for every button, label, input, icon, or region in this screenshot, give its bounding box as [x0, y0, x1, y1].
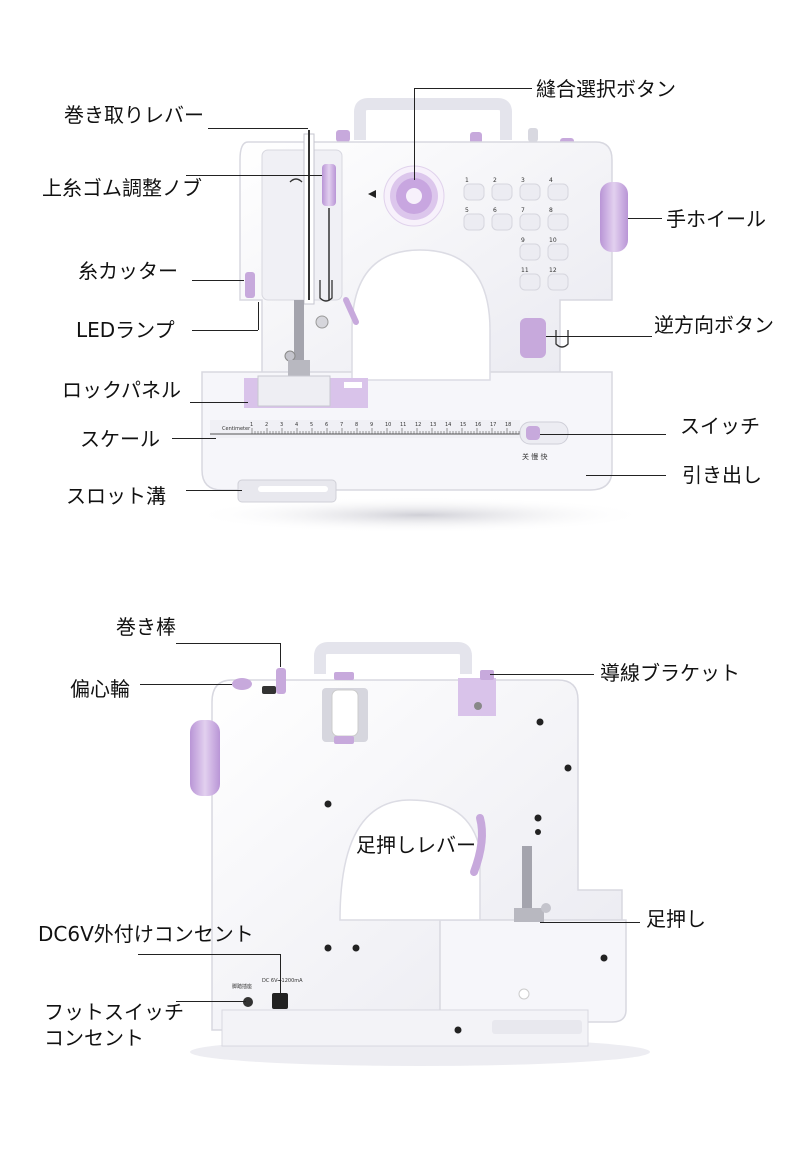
winding-bar-label: 巻き棒 [116, 615, 176, 639]
stitch-pattern-button [547, 243, 569, 261]
presser-foot-lever-label: 足押しレバー [356, 833, 476, 857]
foot-switch-socket-leader [176, 1001, 246, 1002]
eccentric-wheel-label: 偏心輪 [70, 677, 130, 701]
led-lamp-leader-v [258, 302, 259, 330]
stitch-select-leader-v [414, 88, 415, 180]
scale-leader [172, 438, 216, 439]
foot-socket-panel-text: 脚踏插座 [232, 983, 252, 990]
winding-lever-leader [208, 128, 308, 129]
winding-bar-leader-h [176, 643, 280, 644]
drawer-label: 引き出し [682, 463, 762, 487]
thread-cutter-leader [192, 280, 244, 281]
scale-number: 6 [325, 422, 328, 428]
switch-label: スイッチ [680, 414, 760, 438]
scale-number: 17 [490, 422, 496, 428]
scale-number: 2 [265, 422, 268, 428]
reverse-button-label: 逆方向ボタン [654, 313, 774, 337]
dc-socket-leader-h [138, 954, 280, 955]
presser-foot-label: 足押し [646, 907, 706, 931]
stitch-select-leader-h [414, 88, 532, 89]
switch-speed-text: 关 慢 快 [522, 452, 547, 461]
stitch-number: 10 [549, 237, 557, 244]
presser-foot-leader [540, 922, 640, 923]
led-lamp-label: LEDランプ [76, 318, 175, 342]
carry-handle [354, 98, 512, 140]
lock-panel-label: ロックパネル [62, 378, 181, 402]
stitch-number: 11 [521, 267, 529, 274]
stitch-select-button-label: 縫合選択ボタン [536, 77, 676, 101]
stitch-number: 1 [465, 177, 469, 184]
stitch-pattern-button [491, 213, 513, 231]
stitch-pattern-button [519, 273, 541, 291]
scale-number: 18 [505, 422, 511, 428]
stitch-number: 4 [549, 177, 553, 184]
dc-rating-text: DC 6V⎓1200mA [262, 978, 303, 984]
stitch-pattern-button [547, 213, 569, 231]
stitch-number: 3 [521, 177, 525, 184]
thread-cutter-label: 糸カッター [78, 259, 178, 283]
foot-switch-socket-label-line2: コンセント [44, 1026, 144, 1050]
stitch-number: 7 [521, 207, 525, 214]
stitch-number: 2 [493, 177, 497, 184]
scale-number: 16 [475, 422, 481, 428]
stitch-pattern-button [519, 213, 541, 231]
stitch-pattern-button [463, 183, 485, 201]
scale-number: 15 [460, 422, 466, 428]
scale-unit-text: Centimeter [222, 426, 251, 432]
wire-bracket-leader [490, 674, 594, 675]
dc-socket-leader-v [280, 954, 281, 994]
scale-number: 8 [355, 422, 358, 428]
slot-groove-label: スロット溝 [66, 484, 166, 508]
tension-knob-leader [186, 175, 322, 176]
winding-bar-leader-v [280, 643, 281, 667]
hand-wheel-leader [628, 218, 662, 219]
switch-leader [540, 434, 666, 435]
stitch-pattern-button [491, 183, 513, 201]
stitch-pattern-button [519, 243, 541, 261]
stitch-pattern-button [463, 213, 485, 231]
stitch-number: 12 [549, 267, 557, 274]
stitch-pattern-button [519, 183, 541, 201]
scale-number: 4 [295, 422, 298, 428]
stitch-number: 5 [465, 207, 469, 214]
scale-number: 12 [415, 422, 421, 428]
scale-number: 7 [340, 422, 343, 428]
scale-number: 10 [385, 422, 391, 428]
scale-label: スケール [80, 427, 160, 451]
stitch-number: 8 [549, 207, 553, 214]
stitch-number: 9 [521, 237, 525, 244]
scale-number: 14 [445, 422, 451, 428]
winding-lever-label: 巻き取りレバー [64, 103, 204, 127]
scale-number: 11 [400, 422, 406, 428]
reverse-button-leader [546, 336, 652, 337]
scale-number: 5 [310, 422, 313, 428]
lock-panel-leader [190, 402, 248, 403]
eccentric-wheel-leader [140, 684, 232, 685]
stitch-number: 6 [493, 207, 497, 214]
scale-number: 1 [250, 422, 253, 428]
scale-number: 9 [370, 422, 373, 428]
wire-bracket-label: 導線ブラケット [600, 661, 740, 685]
drawer-leader [586, 475, 666, 476]
stitch-pattern-button [547, 273, 569, 291]
led-lamp-leader-h [192, 330, 258, 331]
tension-knob-label: 上糸ゴム調整ノブ [42, 176, 202, 200]
stitch-pattern-button [547, 183, 569, 201]
hand-wheel-label: 手ホイール [666, 207, 766, 231]
foot-switch-socket-label-line1: フットスイッチ [44, 1000, 184, 1024]
dc-socket-label: DC6V外付けコンセント [38, 922, 254, 946]
scale-number: 13 [430, 422, 436, 428]
scale-number: 3 [280, 422, 283, 428]
slot-groove-leader [186, 490, 242, 491]
